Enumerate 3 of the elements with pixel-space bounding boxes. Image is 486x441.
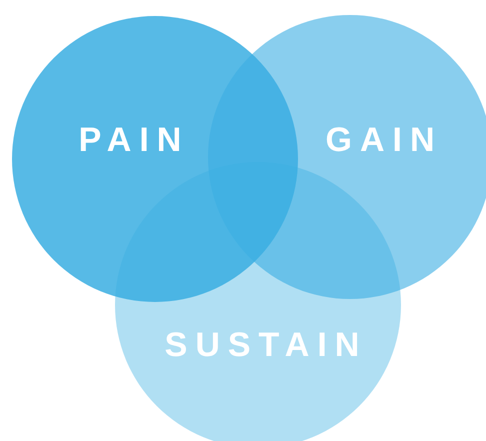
circle-label: GAIN — [326, 123, 442, 157]
circle-label: PAIN — [78, 123, 190, 157]
circle-label: SUSTAIN — [164, 328, 368, 362]
